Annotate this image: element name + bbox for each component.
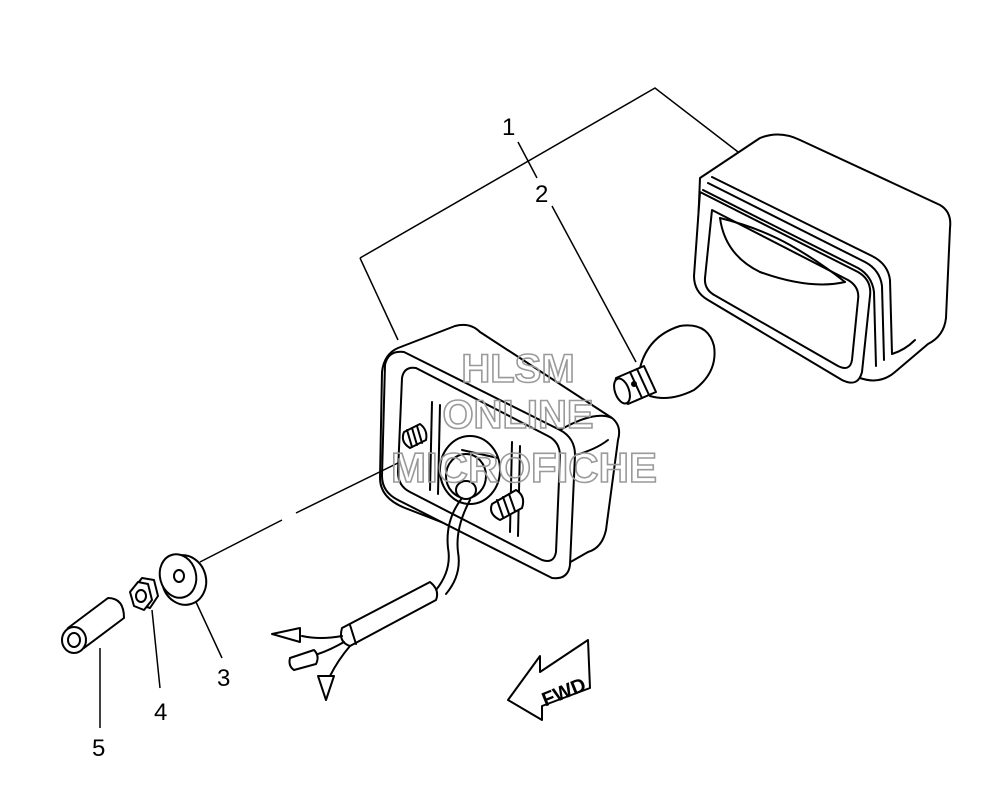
callout-3: 3 xyxy=(217,665,230,692)
spacer xyxy=(61,597,125,654)
watermark-line-2: ONLINE xyxy=(442,393,593,437)
mounting-axis-line xyxy=(199,519,283,563)
forward-direction-arrow: FWD xyxy=(507,639,591,721)
washer xyxy=(158,553,208,606)
watermark-line-1: HLSM xyxy=(461,347,574,391)
mounting-axis-line-2 xyxy=(295,461,401,514)
watermark-line-3: MICROFICHE xyxy=(391,444,657,491)
leader-line-4 xyxy=(151,609,161,689)
callout-4: 4 xyxy=(154,699,167,726)
leader-line-1-to-2 xyxy=(517,141,538,179)
callout-5: 5 xyxy=(92,735,105,762)
callout-1: 1 xyxy=(502,114,515,141)
wiring-harness xyxy=(271,497,471,701)
leader-line-3 xyxy=(195,601,223,659)
bulb xyxy=(613,324,716,405)
callout-2: 2 xyxy=(535,181,548,208)
tail-lamp-lens xyxy=(693,133,952,384)
watermark: HLSM ONLINE MICROFICHE xyxy=(390,346,658,492)
bracket-part-1 xyxy=(359,87,743,341)
leader-line-2 xyxy=(551,205,637,363)
tail-lamp-housing xyxy=(379,323,621,580)
nut xyxy=(129,577,159,611)
